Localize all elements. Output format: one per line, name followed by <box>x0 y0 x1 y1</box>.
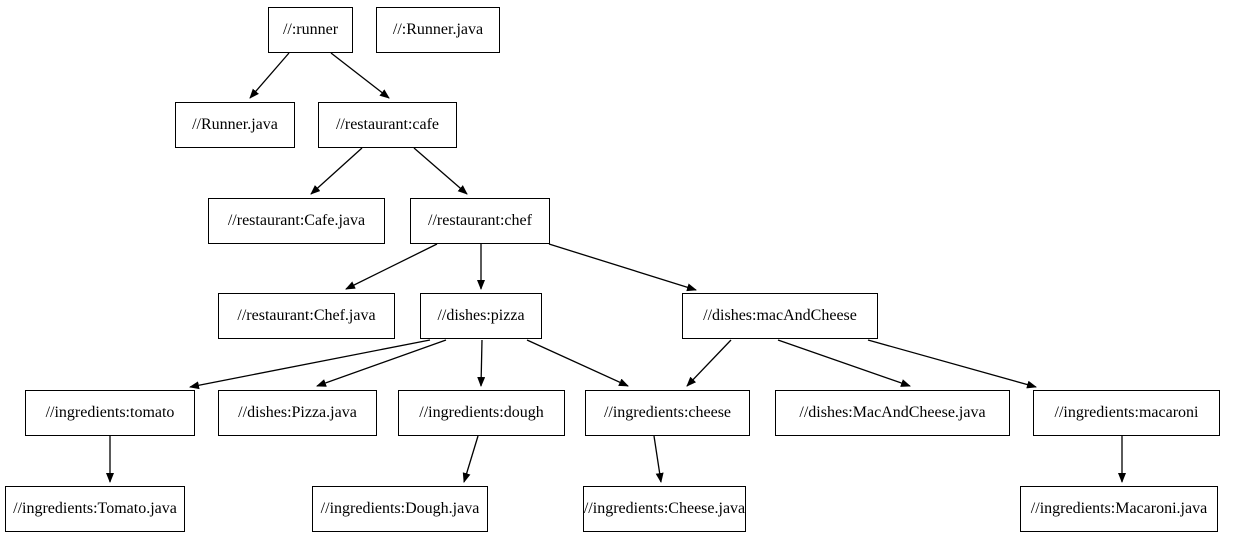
graph-node-runner: //:runner <box>268 7 353 53</box>
graph-node-label: //ingredients:macaroni <box>1054 404 1199 421</box>
graph-edge-cafe-to-chef <box>413 147 468 195</box>
graph-node-chef: //restaurant:chef <box>410 198 550 244</box>
graph-node-cheese_java: //ingredients:Cheese.java <box>583 486 746 532</box>
graph-node-dough_java: //ingredients:Dough.java <box>312 486 488 532</box>
graph-edge-pizza-to-dough <box>477 339 486 387</box>
graph-node-mac_and_cheese: //dishes:macAndCheese <box>682 293 878 339</box>
graph-edge-cafe-to-cafe_java <box>310 147 363 195</box>
graph-node-label: //ingredients:tomato <box>45 404 175 421</box>
graph-node-macaroni_java: //ingredients:Macaroni.java <box>1020 486 1218 532</box>
graph-node-macaroni: //ingredients:macaroni <box>1033 390 1220 436</box>
graph-node-label: //ingredients:cheese <box>603 404 732 421</box>
graph-node-dough: //ingredients:dough <box>398 390 565 436</box>
graph-node-runner_java_root: //:Runner.java <box>376 7 500 53</box>
graph-node-runner_java: //Runner.java <box>175 102 295 148</box>
graph-edge-cheese-to-cheese_java <box>653 435 664 483</box>
graph-node-tomato: //ingredients:tomato <box>25 390 195 436</box>
graph-edge-runner-to-runner_java <box>249 52 290 99</box>
graph-node-label: //ingredients:Dough.java <box>320 500 480 517</box>
graph-node-label: //ingredients:Tomato.java <box>13 500 177 517</box>
graph-node-mac_and_cheese_java: //dishes:MacAndCheese.java <box>775 390 1010 436</box>
graph-node-label: //restaurant:chef <box>428 212 532 229</box>
graph-node-label: //:Runner.java <box>392 21 484 38</box>
graph-node-label: //restaurant:cafe <box>335 116 440 133</box>
graph-edge-pizza-to-tomato <box>189 339 431 390</box>
graph-node-label: //restaurant:Chef.java <box>237 307 376 324</box>
graph-node-label: //dishes:Pizza.java <box>238 404 357 421</box>
graph-node-label: //dishes:macAndCheese <box>703 307 857 324</box>
graph-edge-mac_and_cheese-to-mac_and_cheese_java <box>777 339 911 387</box>
graph-edge-chef-to-mac_and_cheese <box>548 243 697 292</box>
graph-edge-pizza-to-pizza_java <box>316 339 447 387</box>
graph-node-label: //dishes:pizza <box>437 307 525 324</box>
graph-edge-mac_and_cheese-to-cheese <box>686 339 732 387</box>
graph-node-label: //restaurant:Cafe.java <box>227 212 366 229</box>
graph-node-label: //:runner <box>282 21 339 38</box>
graph-edge-mac_and_cheese-to-macaroni <box>867 339 1037 389</box>
graph-node-cafe: //restaurant:cafe <box>318 102 457 148</box>
graph-node-cafe_java: //restaurant:Cafe.java <box>208 198 385 244</box>
graph-edge-chef-to-chef_java <box>345 243 438 290</box>
graph-node-label: //dishes:MacAndCheese.java <box>799 404 986 421</box>
graph-node-pizza: //dishes:pizza <box>420 293 542 339</box>
graph-node-label: //ingredients:Cheese.java <box>583 500 746 517</box>
graph-edge-runner-to-cafe <box>330 52 390 99</box>
graph-node-label: //Runner.java <box>192 116 278 133</box>
graph-node-label: //ingredients:Macaroni.java <box>1030 500 1208 517</box>
graph-edge-dough-to-dough_java <box>462 435 479 483</box>
graph-node-label: //ingredients:dough <box>419 404 544 421</box>
graph-node-pizza_java: //dishes:Pizza.java <box>218 390 377 436</box>
graph-node-cheese: //ingredients:cheese <box>585 390 750 436</box>
graph-edge-pizza-to-cheese <box>526 339 629 387</box>
graph-node-chef_java: //restaurant:Chef.java <box>218 293 395 339</box>
graph-node-tomato_java: //ingredients:Tomato.java <box>5 486 185 532</box>
